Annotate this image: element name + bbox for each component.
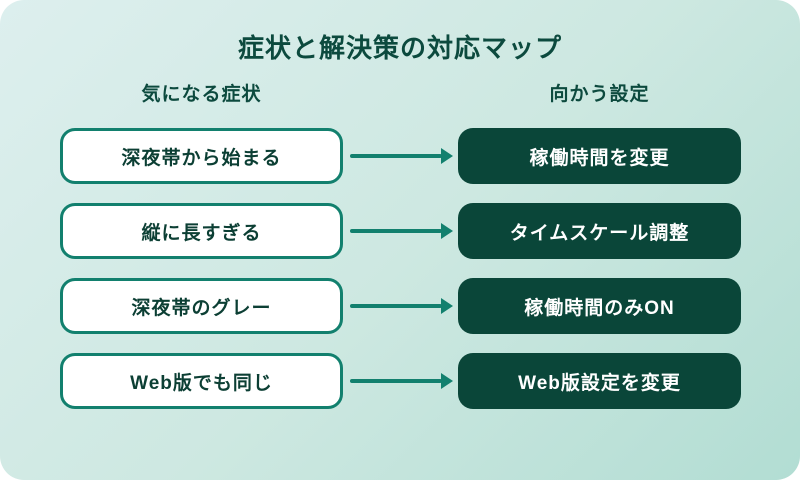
mapping-row: 深夜帯のグレー 稼働時間のみON [60, 278, 741, 334]
symptom-box: Web版でも同じ [60, 353, 343, 409]
solution-label: 稼働時間のみON [524, 297, 675, 319]
arrow-right-icon [343, 148, 458, 164]
arrow-head [441, 298, 453, 314]
arrow-shaft [350, 379, 442, 383]
solution-box: Web版設定を変更 [458, 353, 741, 409]
arrow-right-icon [343, 298, 458, 314]
symptom-box: 縦に長すぎる [60, 203, 343, 259]
solution-label: タイムスケール調整 [509, 222, 690, 244]
column-header-settings: 向かう設定 [549, 84, 650, 105]
arrow-shaft [350, 304, 442, 308]
arrow-shaft [350, 154, 442, 158]
arrow-head [441, 223, 453, 239]
solution-label: Web版設定を変更 [518, 372, 681, 394]
solution-box: タイムスケール調整 [458, 203, 741, 259]
symptom-box: 深夜帯のグレー [60, 278, 343, 334]
solution-box: 稼働時間のみON [458, 278, 741, 334]
symptom-label: 縦に長すぎる [141, 222, 262, 244]
mapping-row: 深夜帯から始まる 稼働時間を変更 [60, 128, 741, 184]
symptom-label: Web版でも同じ [130, 372, 273, 394]
symptom-label: 深夜帯のグレー [131, 297, 272, 319]
mapping-row: Web版でも同じ Web版設定を変更 [60, 353, 741, 409]
arrow-head [441, 148, 453, 164]
arrow-right-icon [343, 223, 458, 239]
arrow-right-icon [343, 373, 458, 389]
solution-label: 稼働時間を変更 [529, 147, 670, 169]
mapping-row: 縦に長すぎる タイムスケール調整 [60, 203, 741, 259]
arrow-head [441, 373, 453, 389]
mapping-rows: 深夜帯から始まる 稼働時間を変更 縦に長すぎる タイムスケール調整 [60, 128, 741, 409]
arrow-shaft [350, 229, 442, 233]
page-title: 症状と解決策の対応マップ [237, 33, 562, 63]
solution-box: 稼働時間を変更 [458, 128, 741, 184]
symptom-box: 深夜帯から始まる [60, 128, 343, 184]
symptom-label: 深夜帯から始まる [121, 147, 282, 169]
column-header-symptoms: 気になる症状 [141, 84, 262, 105]
